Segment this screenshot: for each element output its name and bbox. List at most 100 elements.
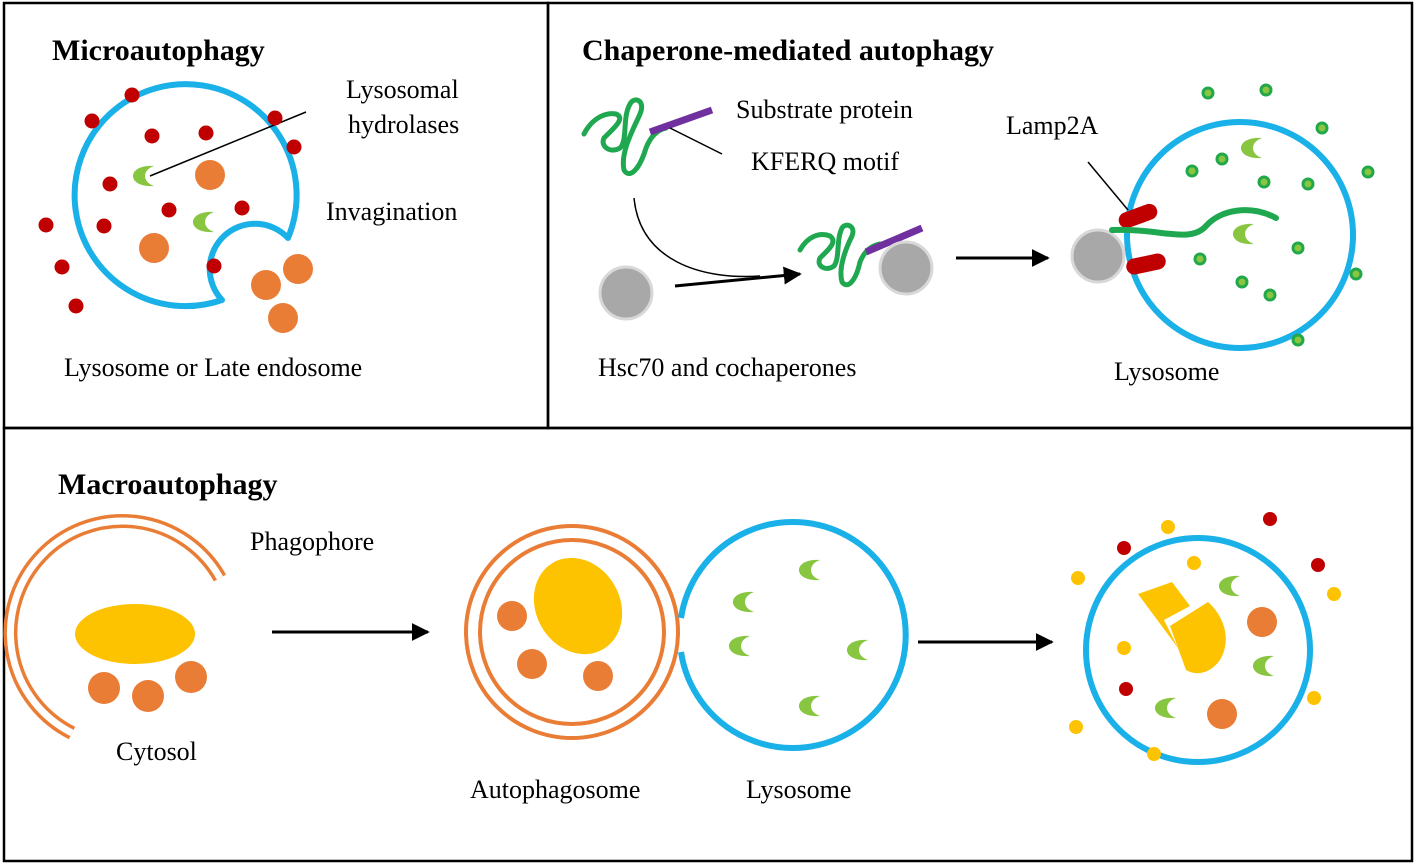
hydrolase-dot	[96, 218, 112, 234]
cargo-particle	[583, 661, 613, 691]
cytosol-label: Cytosol	[116, 737, 197, 766]
degradation-product-dot	[1071, 571, 1085, 585]
hydrolase-crescent	[847, 639, 868, 661]
cargo-organelle	[75, 604, 195, 664]
hydrolase-dot	[144, 128, 160, 144]
hydrolase-dot	[1349, 267, 1363, 281]
degradation-product-dot	[1119, 682, 1133, 696]
hydrolases-label-line2: hydrolases	[348, 110, 459, 139]
cargo-particle	[1247, 607, 1277, 637]
cargo-particle	[497, 601, 527, 631]
autophagosome-outer-membrane	[464, 524, 680, 740]
translocating-substrate	[1109, 207, 1279, 238]
cargo-particle	[517, 649, 547, 679]
hydrolase-dot	[84, 113, 100, 129]
hydrolase-dot	[286, 139, 302, 155]
macro-lysosome-label: Lysosome	[746, 775, 851, 804]
lamp2a-receptor	[1118, 203, 1158, 229]
hydrolase-crescent	[1219, 575, 1240, 597]
degradation-product-dot	[1263, 512, 1277, 526]
hydrolase-dot	[1259, 83, 1273, 97]
hydrolase-crescent	[1233, 223, 1254, 245]
cargo-particle	[195, 160, 225, 190]
degradation-product-dot	[1311, 558, 1325, 572]
kferq-motif-label: KFERQ motif	[751, 147, 899, 176]
hydrolase-dot	[1361, 165, 1375, 179]
degradation-product-dot	[1069, 720, 1083, 734]
hydrolase-dot	[102, 176, 118, 192]
cargo-particle	[175, 661, 207, 693]
hydrolase-dot	[124, 87, 140, 103]
degradation-product-dot	[1117, 541, 1131, 555]
micro-title: Microautophagy	[52, 34, 265, 67]
kferq-motif-bar	[648, 106, 714, 136]
degradation-product-dot	[1117, 641, 1131, 655]
hydrolase-dot	[1291, 333, 1305, 347]
hydrolase-dot	[38, 217, 54, 233]
hydrolase-crescent	[729, 635, 750, 657]
hsc70-chaperone	[598, 265, 654, 321]
hydrolase-dot	[1315, 121, 1329, 135]
bound-substrate-coil	[797, 222, 883, 288]
bound-kferq-motif	[864, 224, 924, 256]
autophagosome-label: Autophagosome	[470, 775, 640, 804]
degradation-product-dot	[1307, 691, 1321, 705]
cma-title: Chaperone-mediated autophagy	[582, 34, 994, 67]
cargo-particle	[1207, 699, 1237, 729]
binding-arrow	[674, 266, 802, 288]
hydrolase-dot	[68, 298, 84, 314]
hydrolase-crescent	[799, 559, 820, 581]
phagophore-label: Phagophore	[250, 527, 374, 556]
hsc70-label: Hsc70 and cochaperones	[598, 353, 856, 382]
hydrolase-crescent	[193, 211, 214, 233]
cargo-particle	[132, 680, 164, 712]
lamp2a-pointer-line	[1087, 161, 1129, 211]
cargo-organelle	[533, 557, 623, 655]
hydrolase-crescent	[1155, 697, 1176, 719]
hydrolase-dot	[1235, 275, 1249, 289]
hydrolase-crescent	[133, 165, 154, 187]
hydrolase-dot	[206, 258, 222, 274]
micro-lysosome-membrane	[71, 81, 300, 310]
hydrolase-dot	[1257, 175, 1271, 189]
hydrolases-label-line1: Lysosomal	[346, 75, 459, 104]
autolysosome-membrane	[1083, 535, 1313, 765]
hydrolase-dot	[161, 202, 177, 218]
hydrolase-crescent	[1253, 655, 1274, 677]
cargo-particle	[268, 303, 298, 333]
kferq-pointer-line	[669, 127, 723, 155]
hydrolase-dot	[54, 259, 70, 275]
cma-lysosome-label: Lysosome	[1114, 357, 1219, 386]
degraded-cargo-fragment	[1138, 582, 1190, 648]
hydrolase-dot	[1215, 152, 1229, 166]
cma-lysosome-membrane	[1124, 119, 1356, 351]
hydrolase-dot	[267, 110, 283, 126]
hydrolase-crescent	[1241, 137, 1262, 159]
hydrolase-dot	[1193, 252, 1207, 266]
substrate-protein-label: Substrate protein	[736, 95, 913, 124]
degradation-product-dot	[1147, 747, 1161, 761]
fusing-lysosome-membrane	[678, 519, 909, 751]
phagophore-membrane-inner	[6, 517, 224, 737]
hydrolase-dot	[1185, 164, 1199, 178]
degradation-product-dot	[1161, 520, 1175, 534]
hydrolase-dot	[198, 125, 214, 141]
hydrolase-dot	[1201, 86, 1215, 100]
cargo-particle	[251, 270, 281, 300]
hydrolase-crescent	[799, 695, 820, 717]
degraded-cargo-fragment	[1170, 602, 1226, 674]
hydrolase-dot	[1263, 288, 1277, 302]
cargo-particle	[139, 233, 169, 263]
hsc70-chaperone-bound	[878, 240, 934, 296]
lamp2a-receptor	[1126, 253, 1166, 275]
autophagosome-inner-membrane	[478, 538, 666, 726]
macro-title: Macroautophagy	[58, 468, 277, 501]
cargo-particle	[88, 672, 120, 704]
hydrolase-dot	[234, 200, 250, 216]
degradation-product-dot	[1187, 556, 1201, 570]
degradation-product-dot	[1327, 587, 1341, 601]
invagination-label: Invagination	[326, 197, 457, 226]
hsc70-at-lysosome	[1070, 228, 1126, 284]
hydrolase-dot	[1291, 241, 1305, 255]
